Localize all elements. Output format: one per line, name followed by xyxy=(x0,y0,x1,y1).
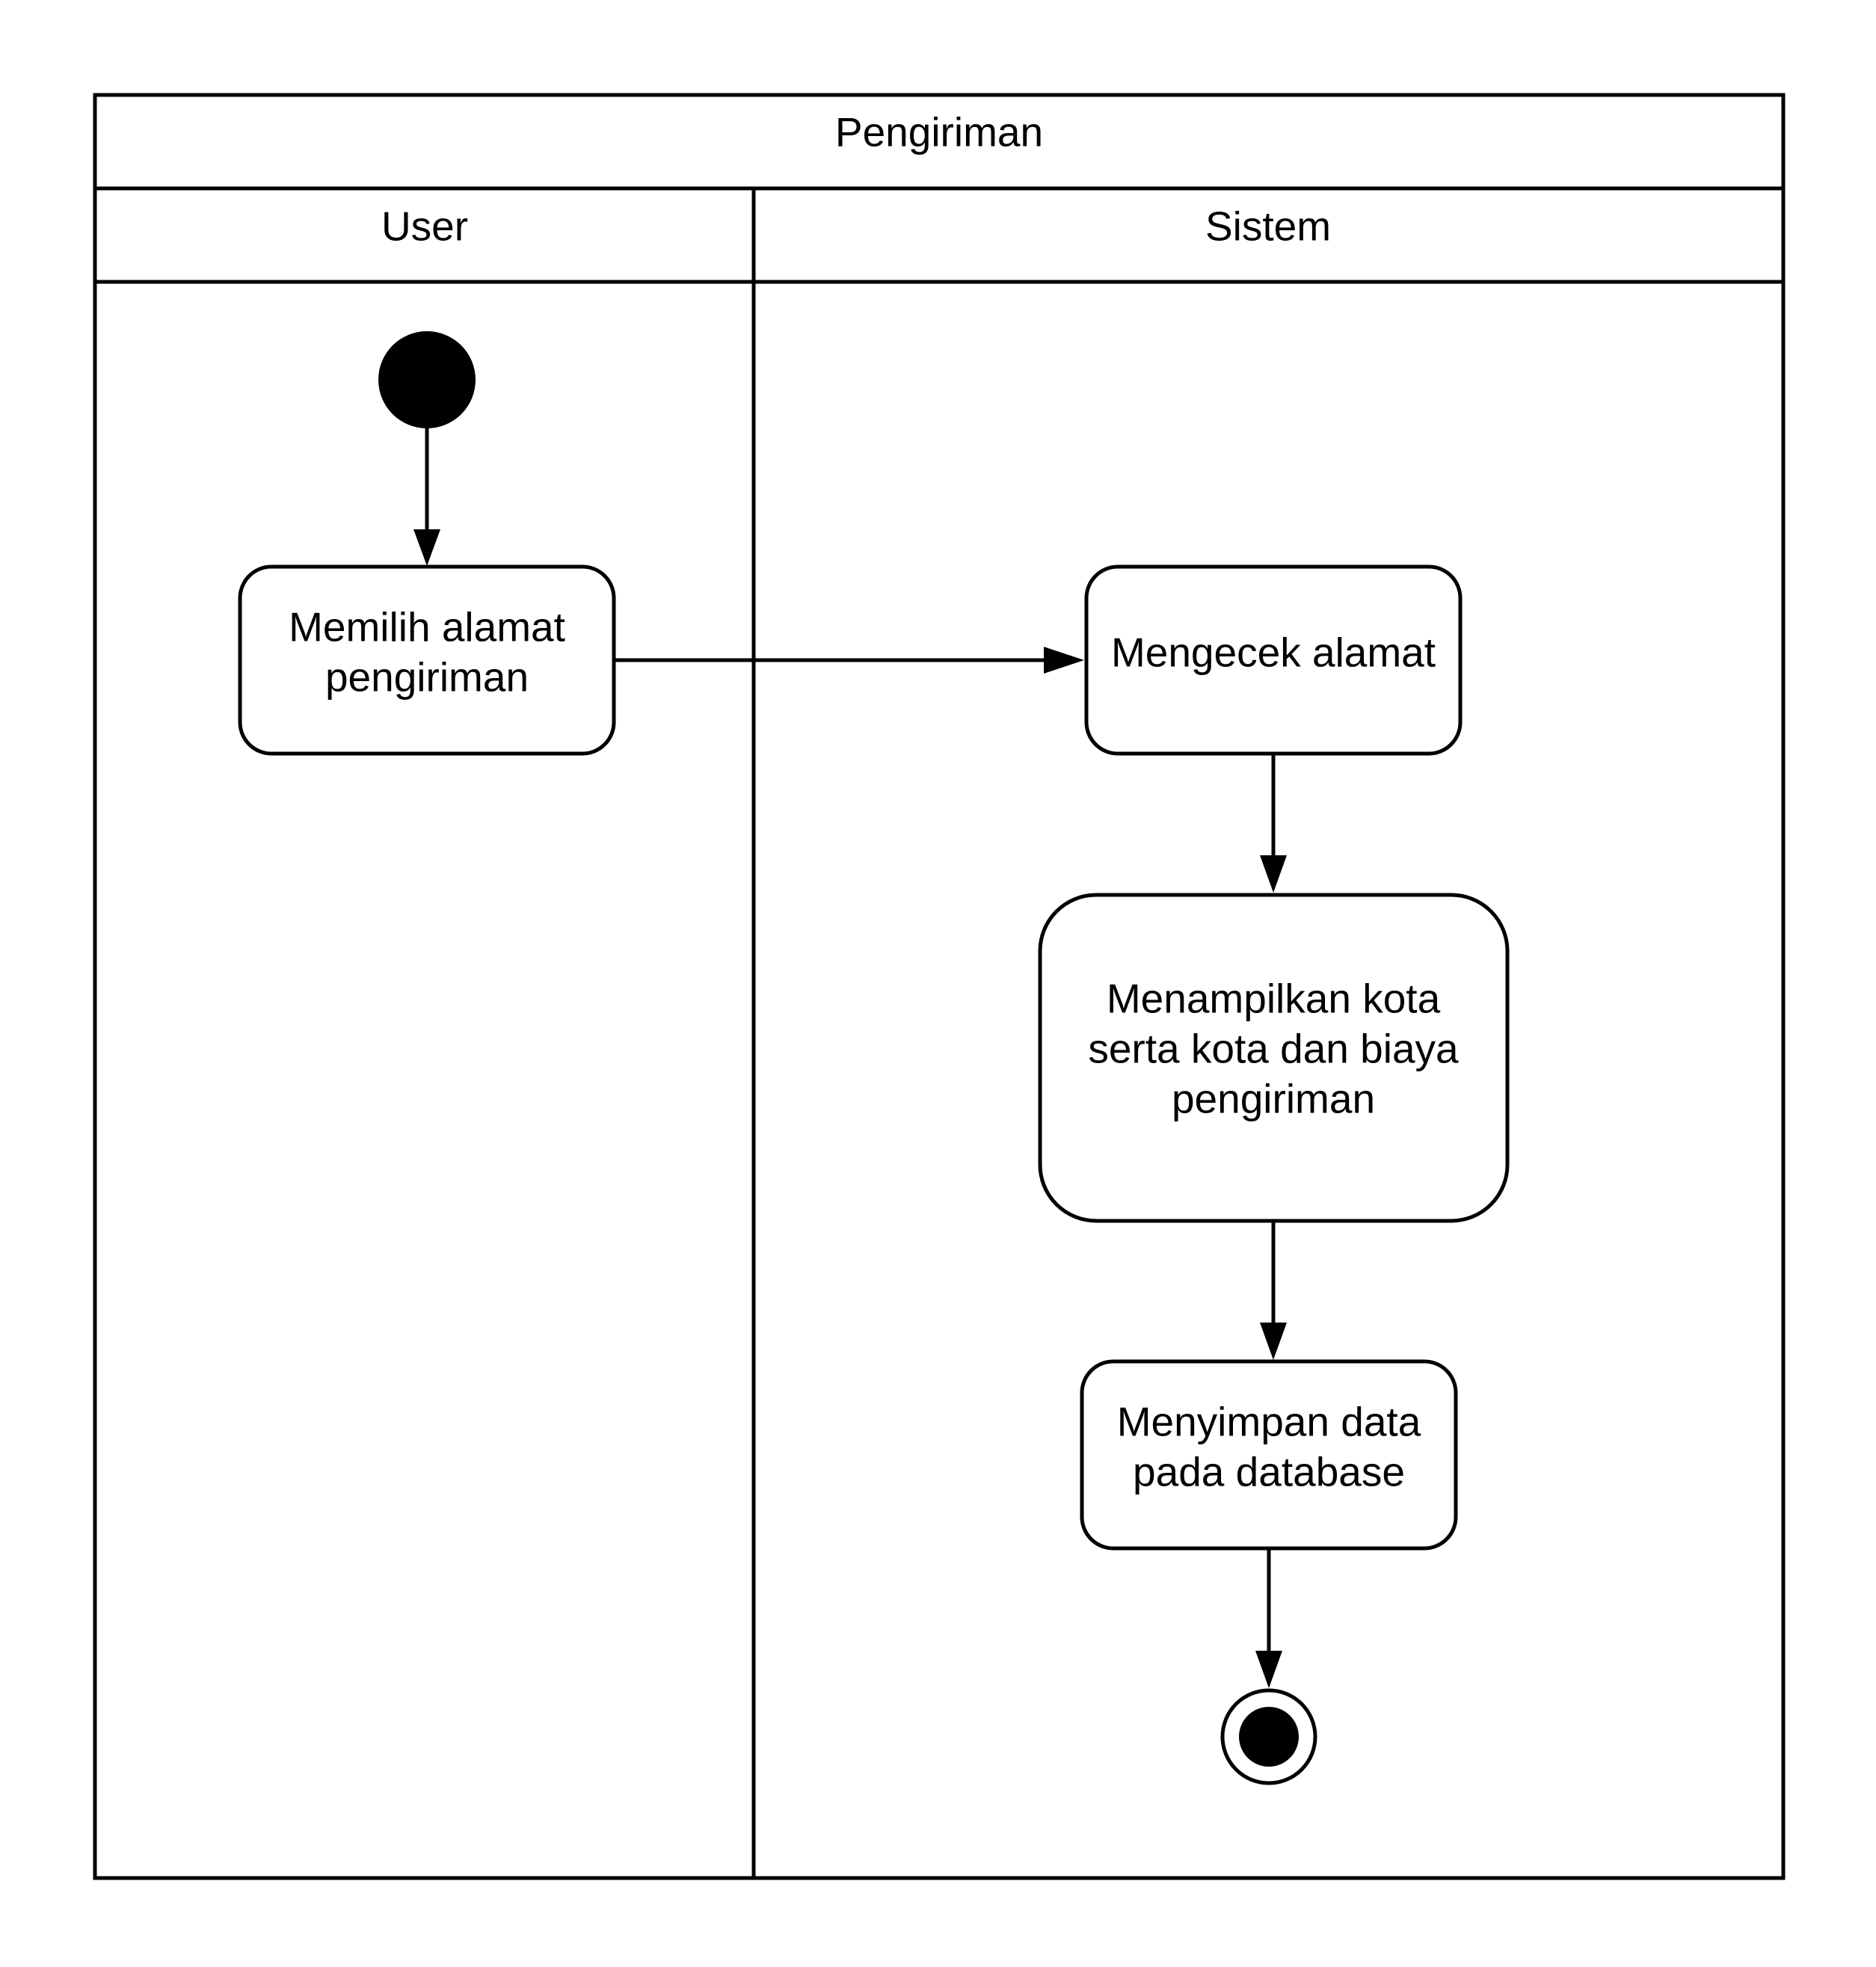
action-pilih-alamat: Memilih alamat pengiriman xyxy=(238,564,616,756)
action-tampil-kota-line-2: serta kota dan biaya xyxy=(1088,1026,1459,1072)
action-simpan-data-line-2: pada database xyxy=(1133,1449,1405,1495)
edge-tampil-kota-to-simpan-data xyxy=(1260,1221,1287,1360)
final-node xyxy=(1220,1688,1317,1785)
action-tampil-kota-line-3: pengiriman xyxy=(1172,1076,1375,1122)
edge-cek-alamat-to-tampil-kota xyxy=(1260,754,1287,893)
lane-header-user: User xyxy=(381,203,468,250)
action-tampil-kota: Menampilkan kota serta kota dan biaya pe… xyxy=(1038,893,1510,1223)
initial-node xyxy=(378,331,476,428)
action-pilih-alamat-line-2: pengiriman xyxy=(325,654,529,701)
edge-start-to-pilih-alamat xyxy=(413,426,440,566)
action-cek-alamat: Mengecek alamat xyxy=(1084,564,1463,756)
action-cek-alamat-line-1: Mengecek alamat xyxy=(1111,629,1436,676)
edge-simpan-data-to-end xyxy=(1255,1548,1282,1688)
action-pilih-alamat-line-1: Memilih alamat xyxy=(289,604,565,650)
action-simpan-data-line-1: Menyimpan data xyxy=(1117,1399,1421,1445)
lane-header-sistem: Sistem xyxy=(1205,203,1331,250)
diagram-title: Pengiriman xyxy=(835,109,1043,156)
action-tampil-kota-line-1: Menampilkan kota xyxy=(1107,976,1441,1022)
edge-pilih-alamat-to-cek-alamat xyxy=(614,647,1084,674)
diagram-frame xyxy=(93,93,1786,1880)
action-simpan-data: Menyimpan data pada database xyxy=(1080,1359,1458,1551)
